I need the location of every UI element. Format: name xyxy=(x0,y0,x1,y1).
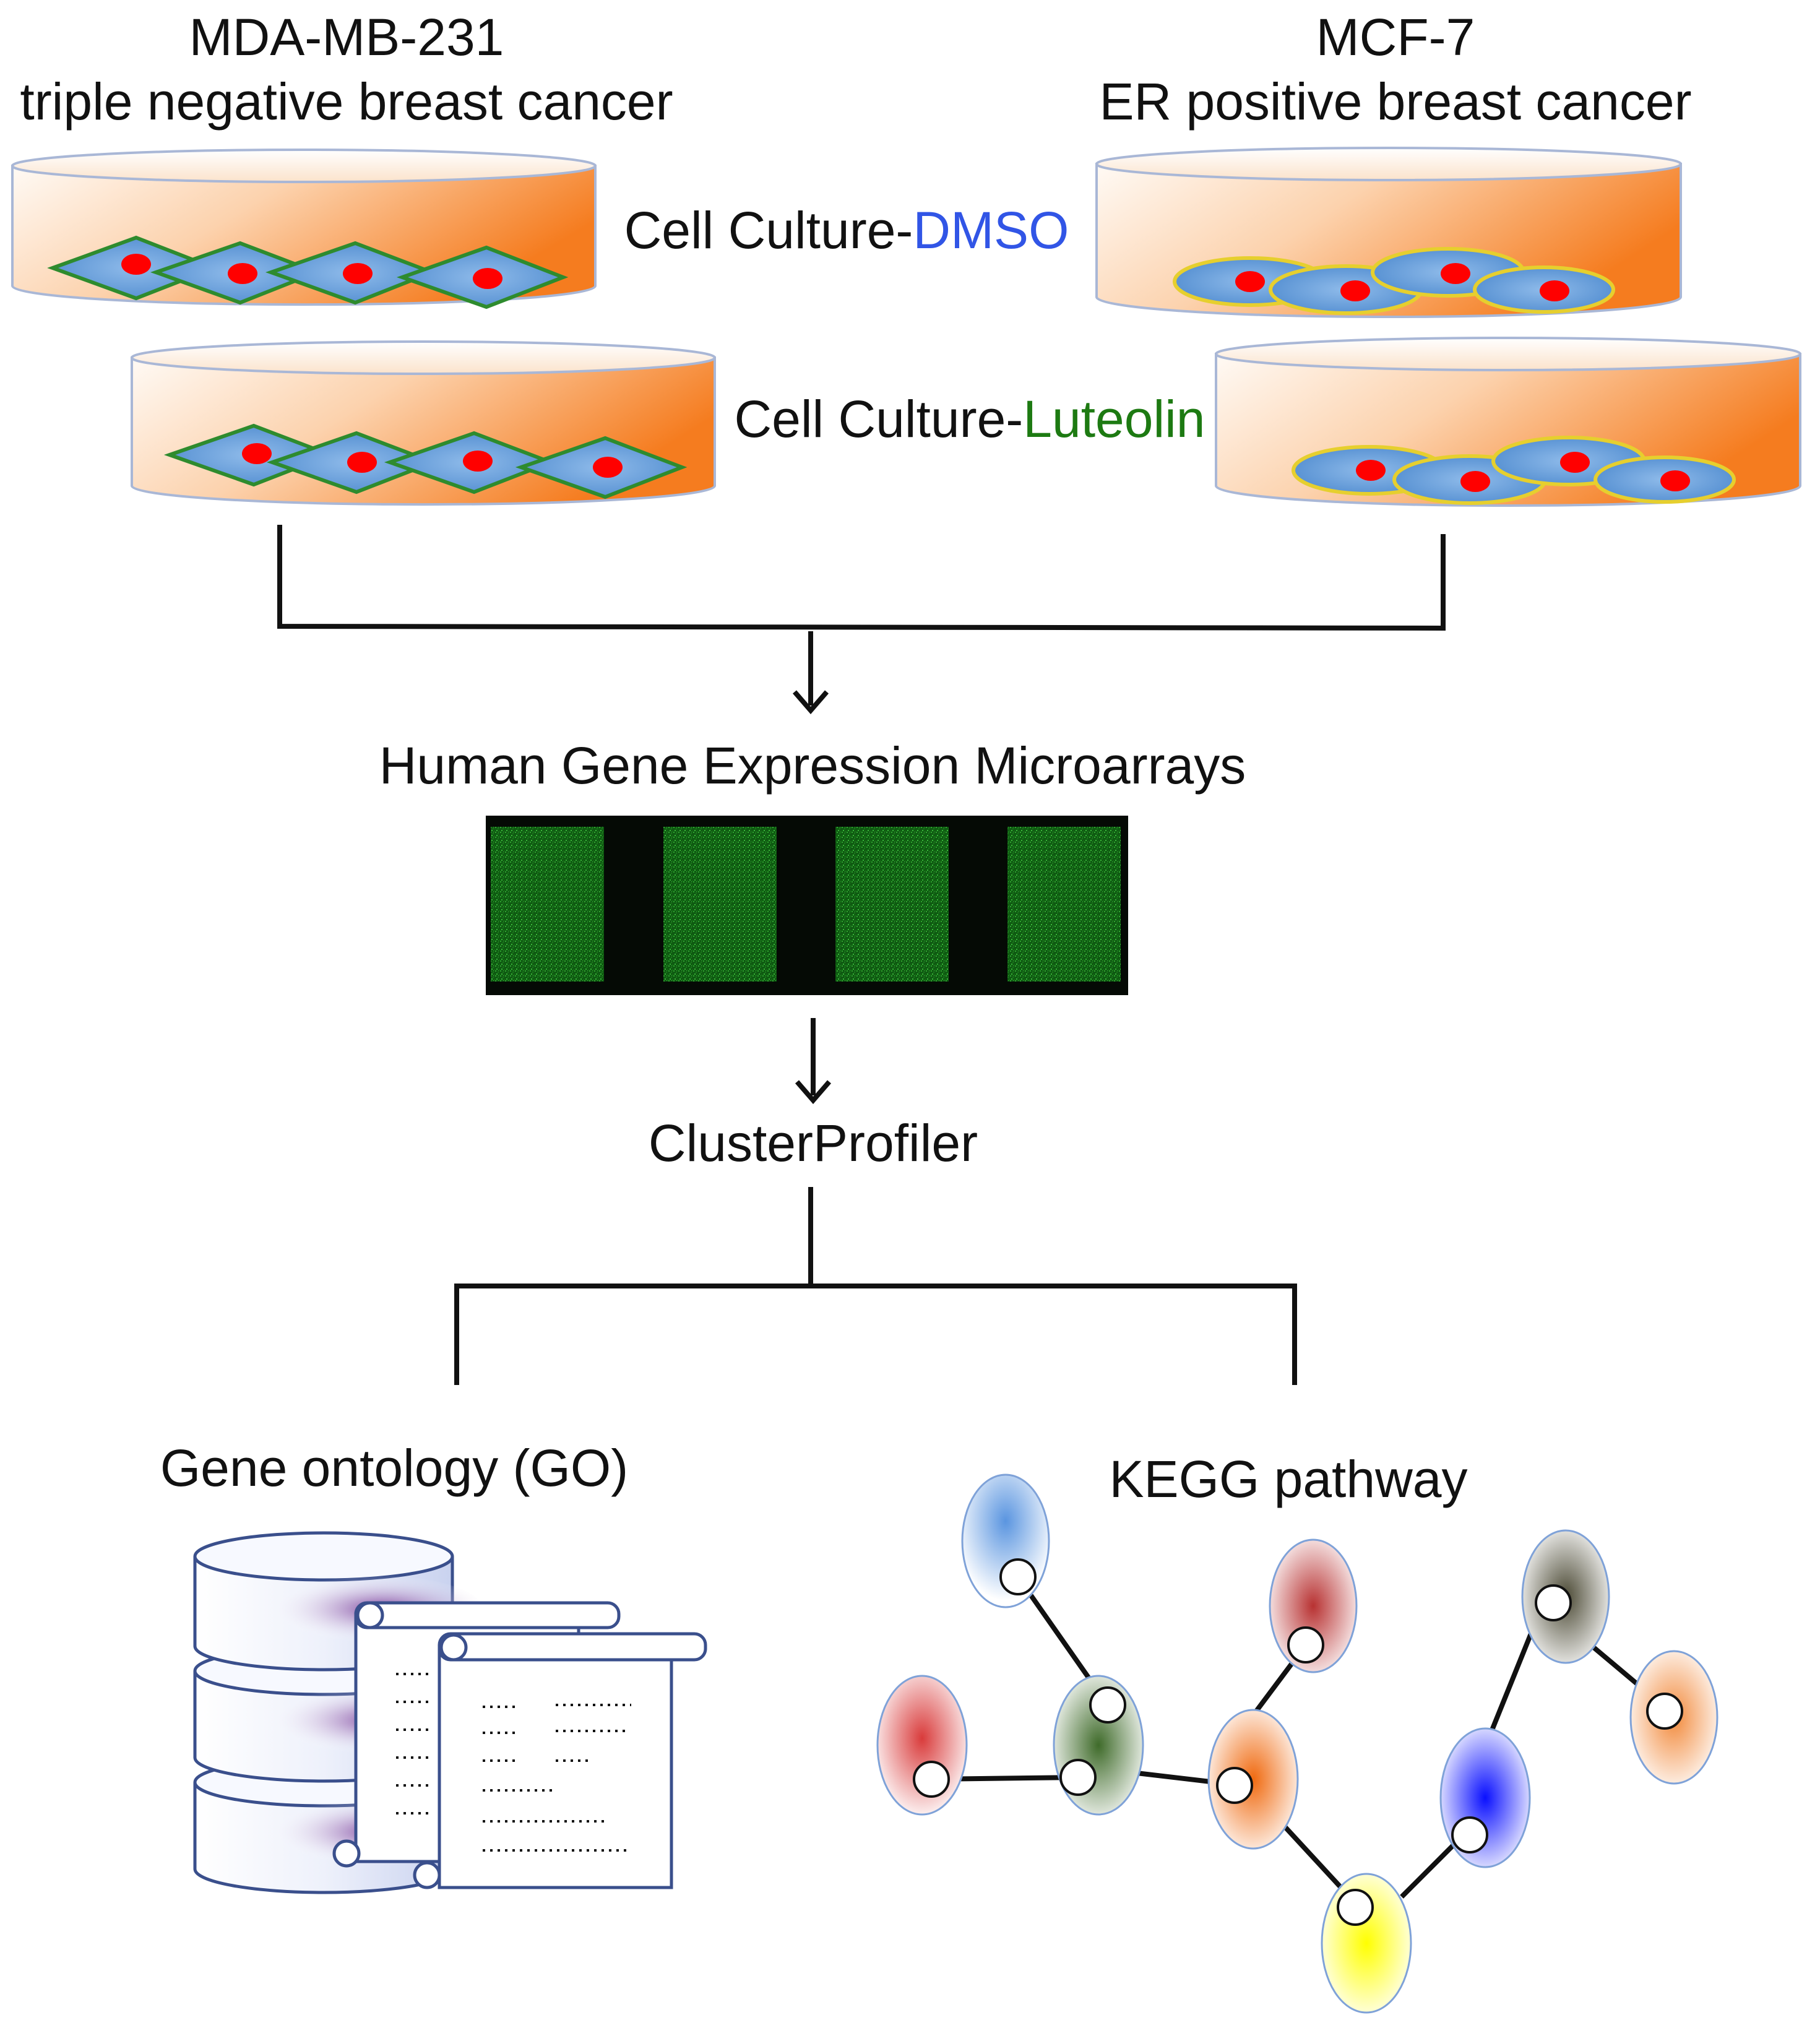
cell-line-title-left: MDA-MB-231 xyxy=(189,8,504,66)
dmso-agent: DMSO xyxy=(913,201,1069,259)
cell-line-title-right: MCF-7 xyxy=(1316,8,1475,66)
arrow-to-microarray xyxy=(792,631,829,715)
clusterprofiler-label: ClusterProfiler xyxy=(648,1114,978,1172)
kegg-label: KEGG pathway xyxy=(1109,1450,1468,1508)
microarray-title: Human Gene Expression Microarrays xyxy=(379,736,1246,795)
cell-line-subtitle-left: triple negative breast cancer xyxy=(20,72,673,131)
pathway-network-icon xyxy=(876,1474,1719,2014)
dmso-culture-prefix: Cell Culture- xyxy=(624,201,913,259)
cell-icon xyxy=(163,423,688,499)
luteolin-culture-prefix: Cell Culture- xyxy=(734,390,1024,448)
split-connector xyxy=(454,1187,1297,1385)
luteolin-culture-label: Cell Culture-Luteolin xyxy=(734,393,1205,445)
cell-icon xyxy=(1292,436,1736,505)
luteolin-agent: Luteolin xyxy=(1023,390,1205,448)
document-scroll-icon xyxy=(332,1601,707,1889)
cell-icon xyxy=(47,235,569,309)
go-label: Gene ontology (GO) xyxy=(160,1439,629,1497)
dmso-culture-label: Cell Culture-DMSO xyxy=(624,204,1069,256)
microarray-chip-icon xyxy=(486,816,1128,995)
cell-line-subtitle-right: ER positive breast cancer xyxy=(1099,72,1692,131)
arrow-to-clusterprofiler xyxy=(795,1018,832,1105)
merge-connector xyxy=(277,525,1446,631)
cell-icon xyxy=(1173,247,1615,315)
